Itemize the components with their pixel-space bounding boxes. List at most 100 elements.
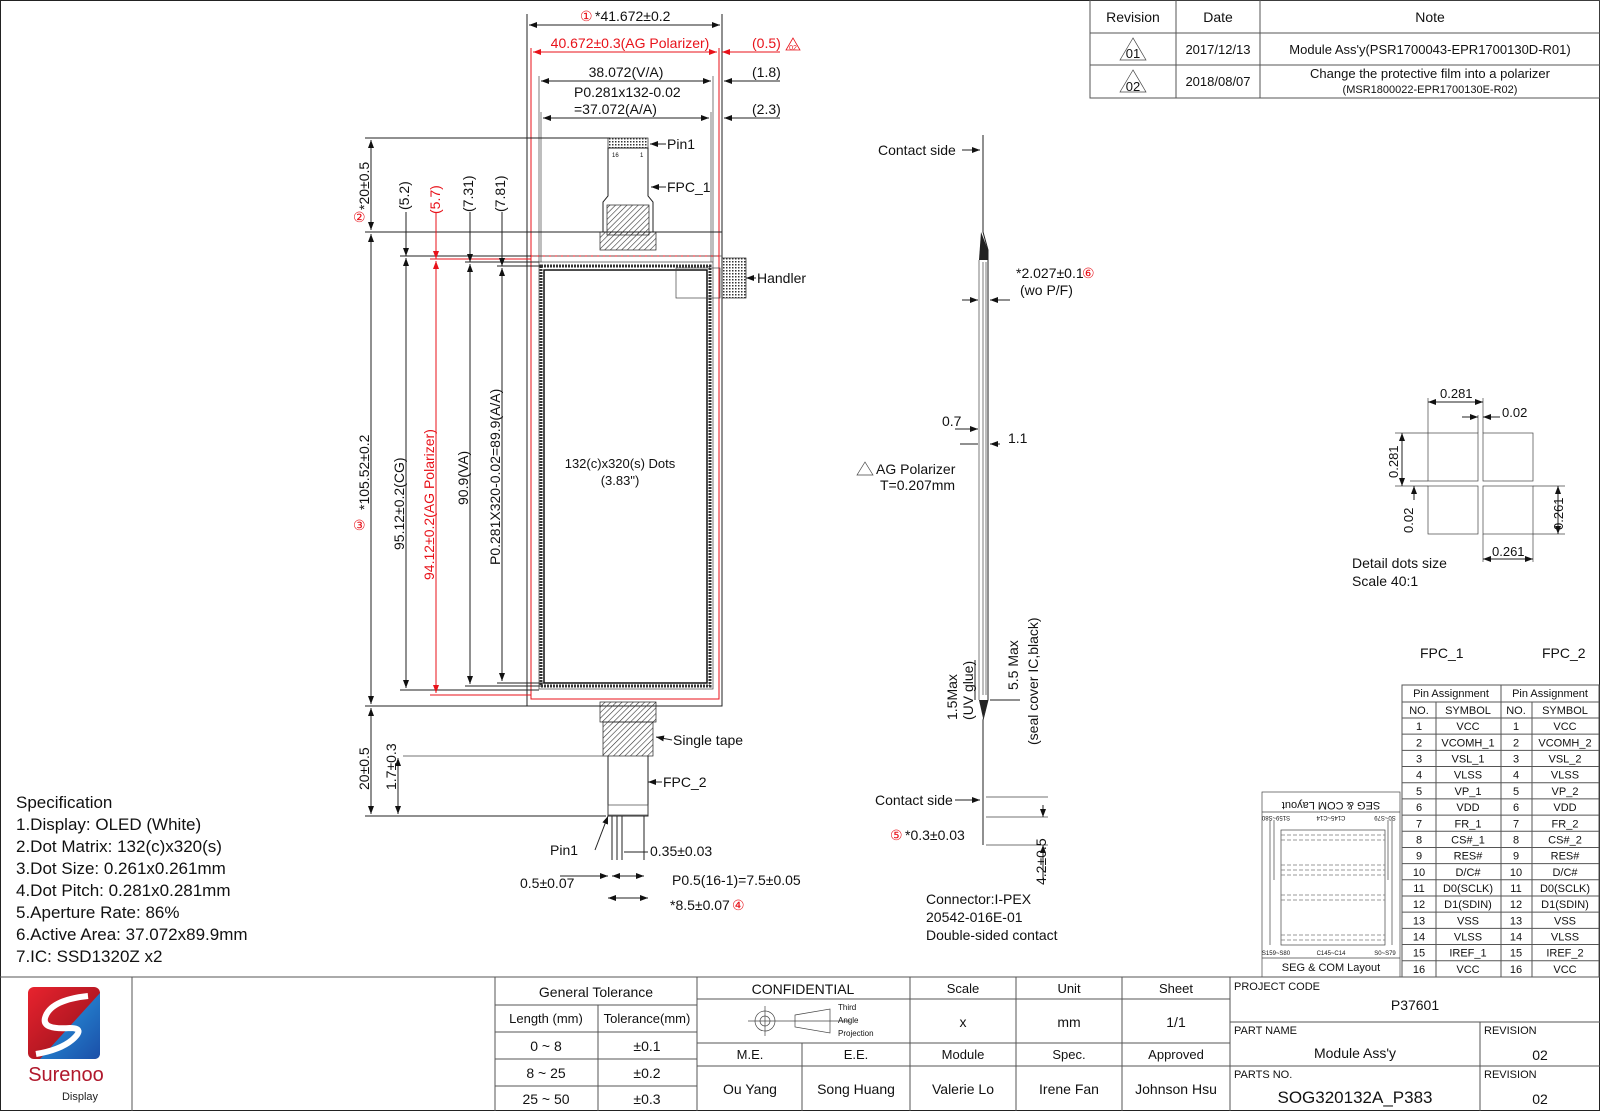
rev-date: 2017/12/13 <box>1185 42 1250 57</box>
rev-note: Module Ass'y(PSR1700043-EPR1700130D-R01) <box>1289 42 1570 57</box>
dim-5-7: (5.7) <box>427 185 443 214</box>
scale-value: x <box>960 1014 967 1030</box>
pin-number: 8 <box>1416 834 1422 846</box>
confidential-label: CONFIDENTIAL <box>752 981 855 997</box>
label-contact-side-top: Contact side <box>878 142 956 158</box>
pin-symbol-fpc1: VDD <box>1456 802 1479 814</box>
tolerance-header: Tolerance(mm) <box>604 1011 691 1026</box>
tolerance-range: 8 ~ 25 <box>526 1065 566 1081</box>
rev-marker: 02 <box>789 45 797 52</box>
dim-fpc-bottom-height: 20±0.5 <box>356 747 372 790</box>
pin-number: 7 <box>1513 818 1519 830</box>
spec-title: Specification <box>16 793 112 812</box>
side-view: Contact side *2.027±0.1 ⑥ (wo P/F) 0.7 1… <box>856 135 1095 943</box>
dim-thickness: *2.027±0.1 <box>1016 265 1084 281</box>
rev-triangle-icon <box>856 461 874 476</box>
unit-label: Unit <box>1057 981 1081 996</box>
label-connector-part: 20542-016E-01 <box>926 909 1023 925</box>
parts-no-label: PARTS NO. <box>1234 1069 1292 1081</box>
dim-pin-margin: 0.5±0.07 <box>520 875 575 891</box>
label-connector: Connector:I-PEX <box>926 891 1032 907</box>
pin-no-header: NO. <box>1506 705 1526 717</box>
name-module: Valerie Lo <box>932 1081 994 1097</box>
pin-symbol-fpc2: D/C# <box>1552 867 1578 879</box>
dim-5-2: (5.2) <box>396 181 412 210</box>
fpc-pin-label: 1 <box>640 153 644 159</box>
title-block: Surenoo Display General Tolerance Length… <box>0 976 1600 1111</box>
pin-symbol-fpc1: FR_1 <box>1455 818 1482 830</box>
pin-number: 6 <box>1513 802 1519 814</box>
rev-number: 02 <box>1126 79 1140 94</box>
pin-symbol-fpc1: VCC <box>1456 721 1479 733</box>
seg-top-label: C145~C14 <box>1316 814 1346 820</box>
role-approved: Approved <box>1148 1047 1204 1062</box>
pin-number: 5 <box>1416 786 1422 798</box>
pin-no-header: NO. <box>1409 705 1429 717</box>
tolerance-range: 0 ~ 8 <box>530 1038 562 1054</box>
rev-note: Change the protective film into a polari… <box>1310 66 1551 81</box>
label-dots: 132(c)x320(s) Dots <box>565 456 676 471</box>
scale-label: Scale <box>947 981 980 996</box>
spec-item: 5.Aperture Rate: 86% <box>16 903 179 922</box>
seg-bottom-label: S159~S80 <box>1262 951 1291 957</box>
dim-polarizer-width: 40.672±0.3(AG Polarizer) <box>551 35 710 51</box>
projection-line: Angle <box>838 1016 859 1025</box>
detail-dot-h: 0.261 <box>1492 544 1525 559</box>
tolerance-range: 25 ~ 50 <box>522 1091 569 1107</box>
marker-1: ① <box>580 8 593 24</box>
dim-overall-width: *41.672±0.2 <box>595 8 671 24</box>
label-ic-seal: (seal cover IC,black) <box>1025 617 1041 745</box>
dim-fpc-width: *8.5±0.07 <box>670 897 730 913</box>
pin-symbol-header: SYMBOL <box>1445 705 1491 717</box>
detail-dots: 0.281 0.02 0.281 0.02 0.261 0.261 Detail… <box>1352 386 1566 589</box>
spec-item: 7.IC: SSD1320Z x2 <box>16 947 162 966</box>
tolerance-value: ±0.1 <box>633 1038 660 1054</box>
dim-fpc-top-height: *20±0.5 <box>356 162 372 210</box>
role-me: M.E. <box>737 1047 764 1062</box>
pin-number: 3 <box>1513 754 1519 766</box>
pin-number: 4 <box>1513 770 1519 782</box>
parts-no: SOG320132A_P383 <box>1277 1088 1432 1107</box>
pin-number: 14 <box>1413 932 1425 944</box>
pin-number: 16 <box>1413 964 1425 976</box>
sheet-value: 1/1 <box>1166 1014 1186 1030</box>
handler-outline <box>675 267 721 299</box>
pin-symbol-fpc1: VCOMH_1 <box>1441 737 1494 749</box>
dim-7-31: (7.31) <box>460 175 476 212</box>
marker-2: ② <box>353 209 366 225</box>
detail-gap-h: 0.02 <box>1502 405 1527 420</box>
pin-number: 10 <box>1510 867 1522 879</box>
pin-symbol-fpc2: VLSS <box>1551 932 1579 944</box>
pin-number: 12 <box>1510 899 1522 911</box>
third-angle-projection-icon <box>748 1006 850 1036</box>
pin-symbol-fpc2: VDD <box>1553 802 1576 814</box>
pin-symbol-fpc2: VSL_2 <box>1548 754 1581 766</box>
pin-number: 2 <box>1416 737 1422 749</box>
pin-number: 11 <box>1510 883 1521 895</box>
pin-number: 5 <box>1513 786 1519 798</box>
spec-item: 1.Display: OLED (White) <box>16 815 201 834</box>
pin-symbol-fpc1: VLSS <box>1454 770 1482 782</box>
pin-symbol-fpc2: VLSS <box>1551 770 1579 782</box>
pin-symbol-fpc1: RES# <box>1454 851 1484 863</box>
label-thickness-note: (wo P/F) <box>1020 282 1073 298</box>
active-area <box>543 269 708 684</box>
pin-number: 15 <box>1413 948 1425 960</box>
pin-symbol-fpc1: D0(SCLK) <box>1443 883 1493 895</box>
unit-value: mm <box>1057 1014 1080 1030</box>
spec-item: 3.Dot Size: 0.261x0.261mm <box>16 859 226 878</box>
pin-symbol-fpc2: VCC <box>1553 721 1576 733</box>
rev-number: 01 <box>1126 46 1140 61</box>
fpc1-table-label: FPC_1 <box>1420 645 1464 661</box>
rev-note-ref: (MSR1800022-EPR1700130E-R02) <box>1343 84 1518 96</box>
dim-polarizer-height: 94.12±0.2(AG Polarizer) <box>421 429 437 580</box>
label-pin1-top: Pin1 <box>667 136 695 152</box>
dim-aa-width: =37.072(A/A) <box>574 101 657 117</box>
label-connector-contact: Double-sided contact <box>926 927 1058 943</box>
sheet-label: Sheet <box>1159 981 1193 996</box>
role-spec: Spec. <box>1052 1047 1085 1062</box>
seg-com-layout: SEG & COM Layout S0~S79 C145~C14 S159~S8… <box>1261 791 1401 978</box>
label-ic-max: 5.5 Max <box>1005 640 1021 690</box>
label-fpc2: FPC_2 <box>663 774 707 790</box>
fpc-1: 16 1 <box>599 137 657 251</box>
